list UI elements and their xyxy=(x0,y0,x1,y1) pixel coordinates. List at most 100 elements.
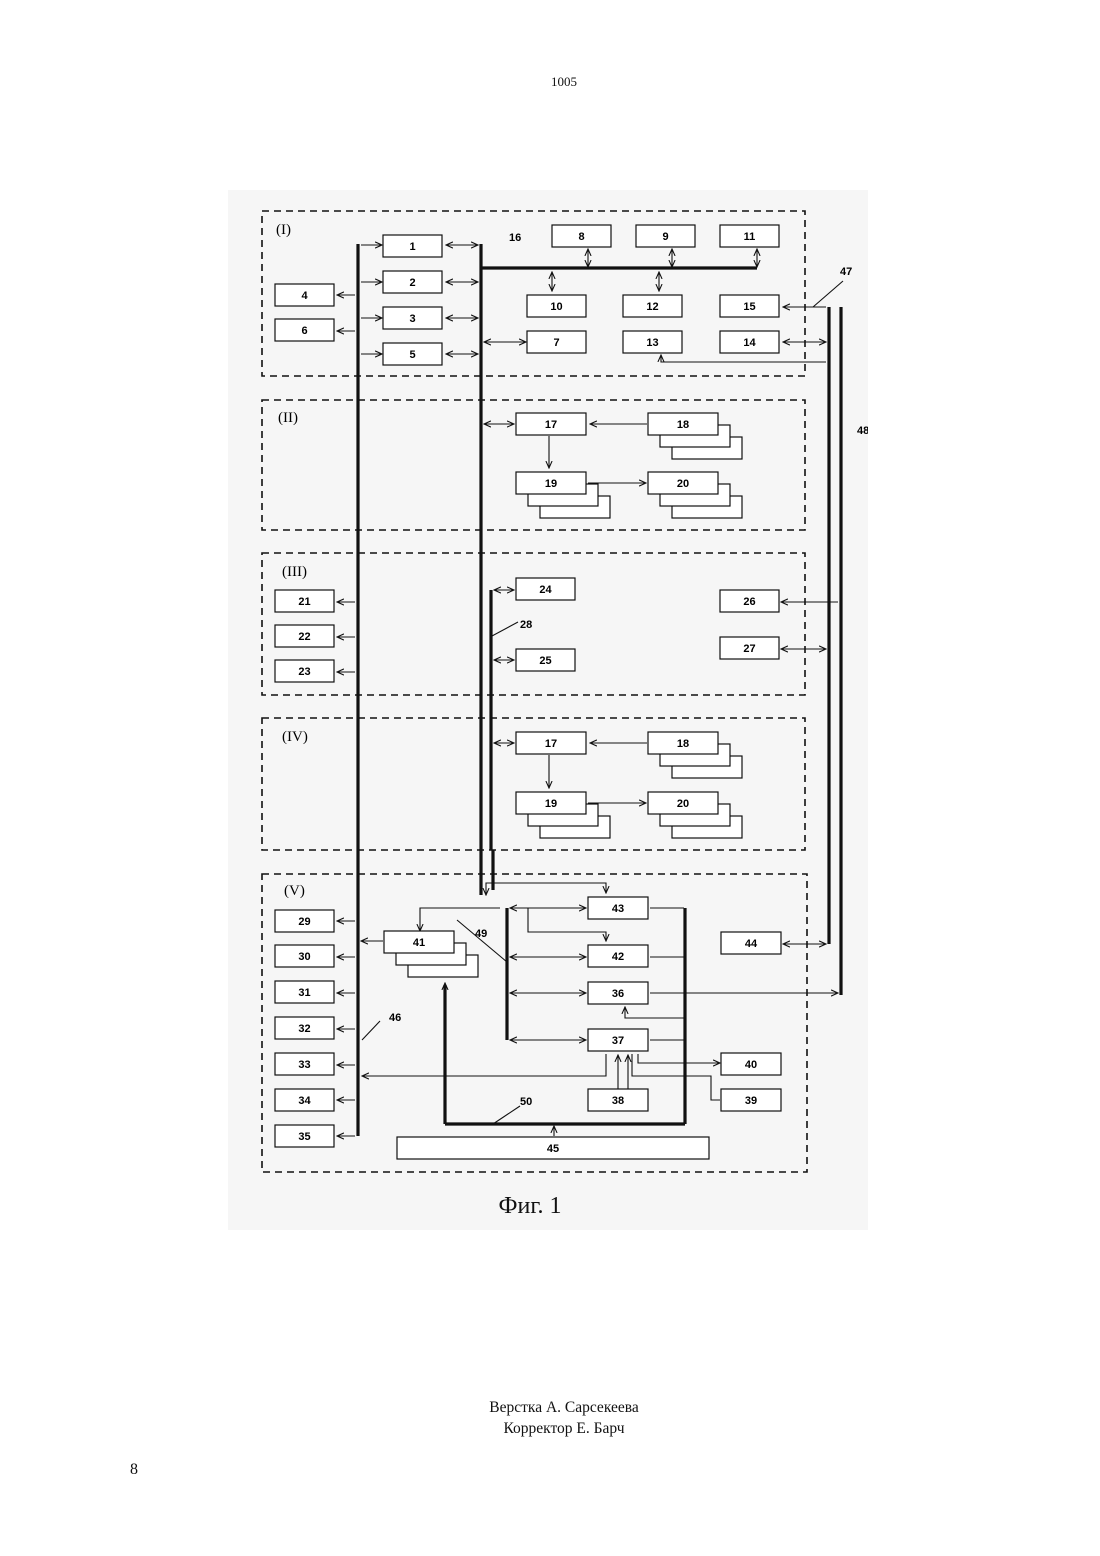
block-label: 17 xyxy=(545,738,557,750)
block-label: 20 xyxy=(677,478,689,490)
block-label: 31 xyxy=(298,987,310,999)
document-number: 1005 xyxy=(0,74,1100,90)
block-label: 13 xyxy=(646,337,658,349)
block-label: 22 xyxy=(298,631,310,643)
block-label: 32 xyxy=(298,1023,310,1035)
block-label: 20 xyxy=(677,798,689,810)
block-label: 24 xyxy=(539,584,552,596)
block-diagram: (I)(II)(III)(IV)(V) 12345678910111213141… xyxy=(228,190,868,1230)
block-40: 40 xyxy=(721,1053,781,1075)
block-29: 29 xyxy=(275,910,334,932)
block-label: 26 xyxy=(743,596,755,608)
block-label: 19 xyxy=(545,798,557,810)
connection-line xyxy=(362,1021,380,1040)
block-label: 17 xyxy=(545,419,557,431)
section-label: (II) xyxy=(278,410,298,426)
connection-line xyxy=(420,908,500,931)
block-42: 42 xyxy=(588,945,648,967)
block-7: 7 xyxy=(527,331,586,353)
credit-corrector: Корректор Е. Барч xyxy=(0,1420,1100,1438)
connection-line xyxy=(486,883,606,895)
block-17: 17 xyxy=(516,413,586,435)
block-label: 11 xyxy=(744,231,756,243)
block-34: 34 xyxy=(275,1089,334,1111)
block-9: 9 xyxy=(636,225,695,247)
block-20: 20 xyxy=(648,792,742,838)
block-label: 25 xyxy=(539,655,551,667)
block-32: 32 xyxy=(275,1017,334,1039)
block-label: 9 xyxy=(662,231,668,243)
connection-line xyxy=(492,622,518,636)
section-label: (I) xyxy=(276,222,291,238)
block-label: 29 xyxy=(298,916,310,928)
connection-line xyxy=(362,1054,606,1076)
block-26: 26 xyxy=(720,590,779,612)
block-diagram-svg: (I)(II)(III)(IV)(V) 12345678910111213141… xyxy=(228,190,868,1230)
block-15: 15 xyxy=(720,295,779,317)
block-11: 11 xyxy=(720,225,779,247)
block-43: 43 xyxy=(588,897,648,919)
block-33: 33 xyxy=(275,1053,334,1075)
block-30: 30 xyxy=(275,945,334,967)
block-label: 43 xyxy=(612,903,624,915)
block-label: 35 xyxy=(298,1131,310,1143)
section-label: (III) xyxy=(282,564,307,580)
credit-layout: Верстка А. Сарсекеева xyxy=(0,1399,1100,1417)
block-label: 45 xyxy=(547,1143,559,1155)
blocks-layer: 1234567891011121314151718192021222324252… xyxy=(275,225,781,1159)
block-17: 17 xyxy=(516,732,586,754)
block-label: 44 xyxy=(745,938,758,950)
block-label: 5 xyxy=(409,349,415,361)
connection-line xyxy=(493,1106,520,1124)
connection-line xyxy=(661,355,826,362)
block-44: 44 xyxy=(721,932,781,954)
block-label: 42 xyxy=(612,951,624,963)
figure-caption: Фиг. 1 xyxy=(480,1193,580,1220)
connection-line xyxy=(813,281,843,307)
block-12: 12 xyxy=(623,295,682,317)
block-41: 41 xyxy=(384,931,478,977)
block-38: 38 xyxy=(588,1089,648,1111)
section-frame xyxy=(262,553,805,695)
block-label: 7 xyxy=(553,337,559,349)
bus-label-16: 16 xyxy=(509,232,521,244)
block-27: 27 xyxy=(720,637,779,659)
block-label: 33 xyxy=(298,1059,310,1071)
block-3: 3 xyxy=(383,307,442,329)
block-36: 36 xyxy=(588,982,648,1004)
block-label: 30 xyxy=(298,951,310,963)
section-label: (V) xyxy=(284,883,305,899)
block-18: 18 xyxy=(648,413,742,459)
block-label: 18 xyxy=(677,738,689,750)
block-label: 10 xyxy=(550,301,562,313)
block-4: 4 xyxy=(275,284,334,306)
block-37: 37 xyxy=(588,1029,648,1051)
block-label: 6 xyxy=(301,325,307,337)
block-39: 39 xyxy=(721,1089,781,1111)
bus-label-49: 49 xyxy=(475,928,487,940)
block-22: 22 xyxy=(275,625,334,647)
block-label: 39 xyxy=(745,1095,757,1107)
page-number: 8 xyxy=(130,1461,138,1479)
block-label: 36 xyxy=(612,988,624,1000)
block-5: 5 xyxy=(383,343,442,365)
block-35: 35 xyxy=(275,1125,334,1147)
connection-line xyxy=(625,1007,684,1018)
block-label: 27 xyxy=(743,643,755,655)
block-label: 21 xyxy=(298,596,310,608)
block-label: 2 xyxy=(409,277,415,289)
bus-label-46: 46 xyxy=(389,1012,401,1024)
block-label: 23 xyxy=(298,666,310,678)
block-label: 12 xyxy=(646,301,658,313)
block-label: 41 xyxy=(413,937,425,949)
block-label: 18 xyxy=(677,419,689,431)
bus-label-28: 28 xyxy=(520,619,532,631)
block-2: 2 xyxy=(383,271,442,293)
block-label: 3 xyxy=(409,313,415,325)
block-label: 38 xyxy=(612,1095,624,1107)
block-19: 19 xyxy=(516,792,610,838)
block-45: 45 xyxy=(397,1137,709,1159)
block-10: 10 xyxy=(527,295,586,317)
bus-label-48: 48 xyxy=(857,425,868,437)
block-6: 6 xyxy=(275,319,334,341)
